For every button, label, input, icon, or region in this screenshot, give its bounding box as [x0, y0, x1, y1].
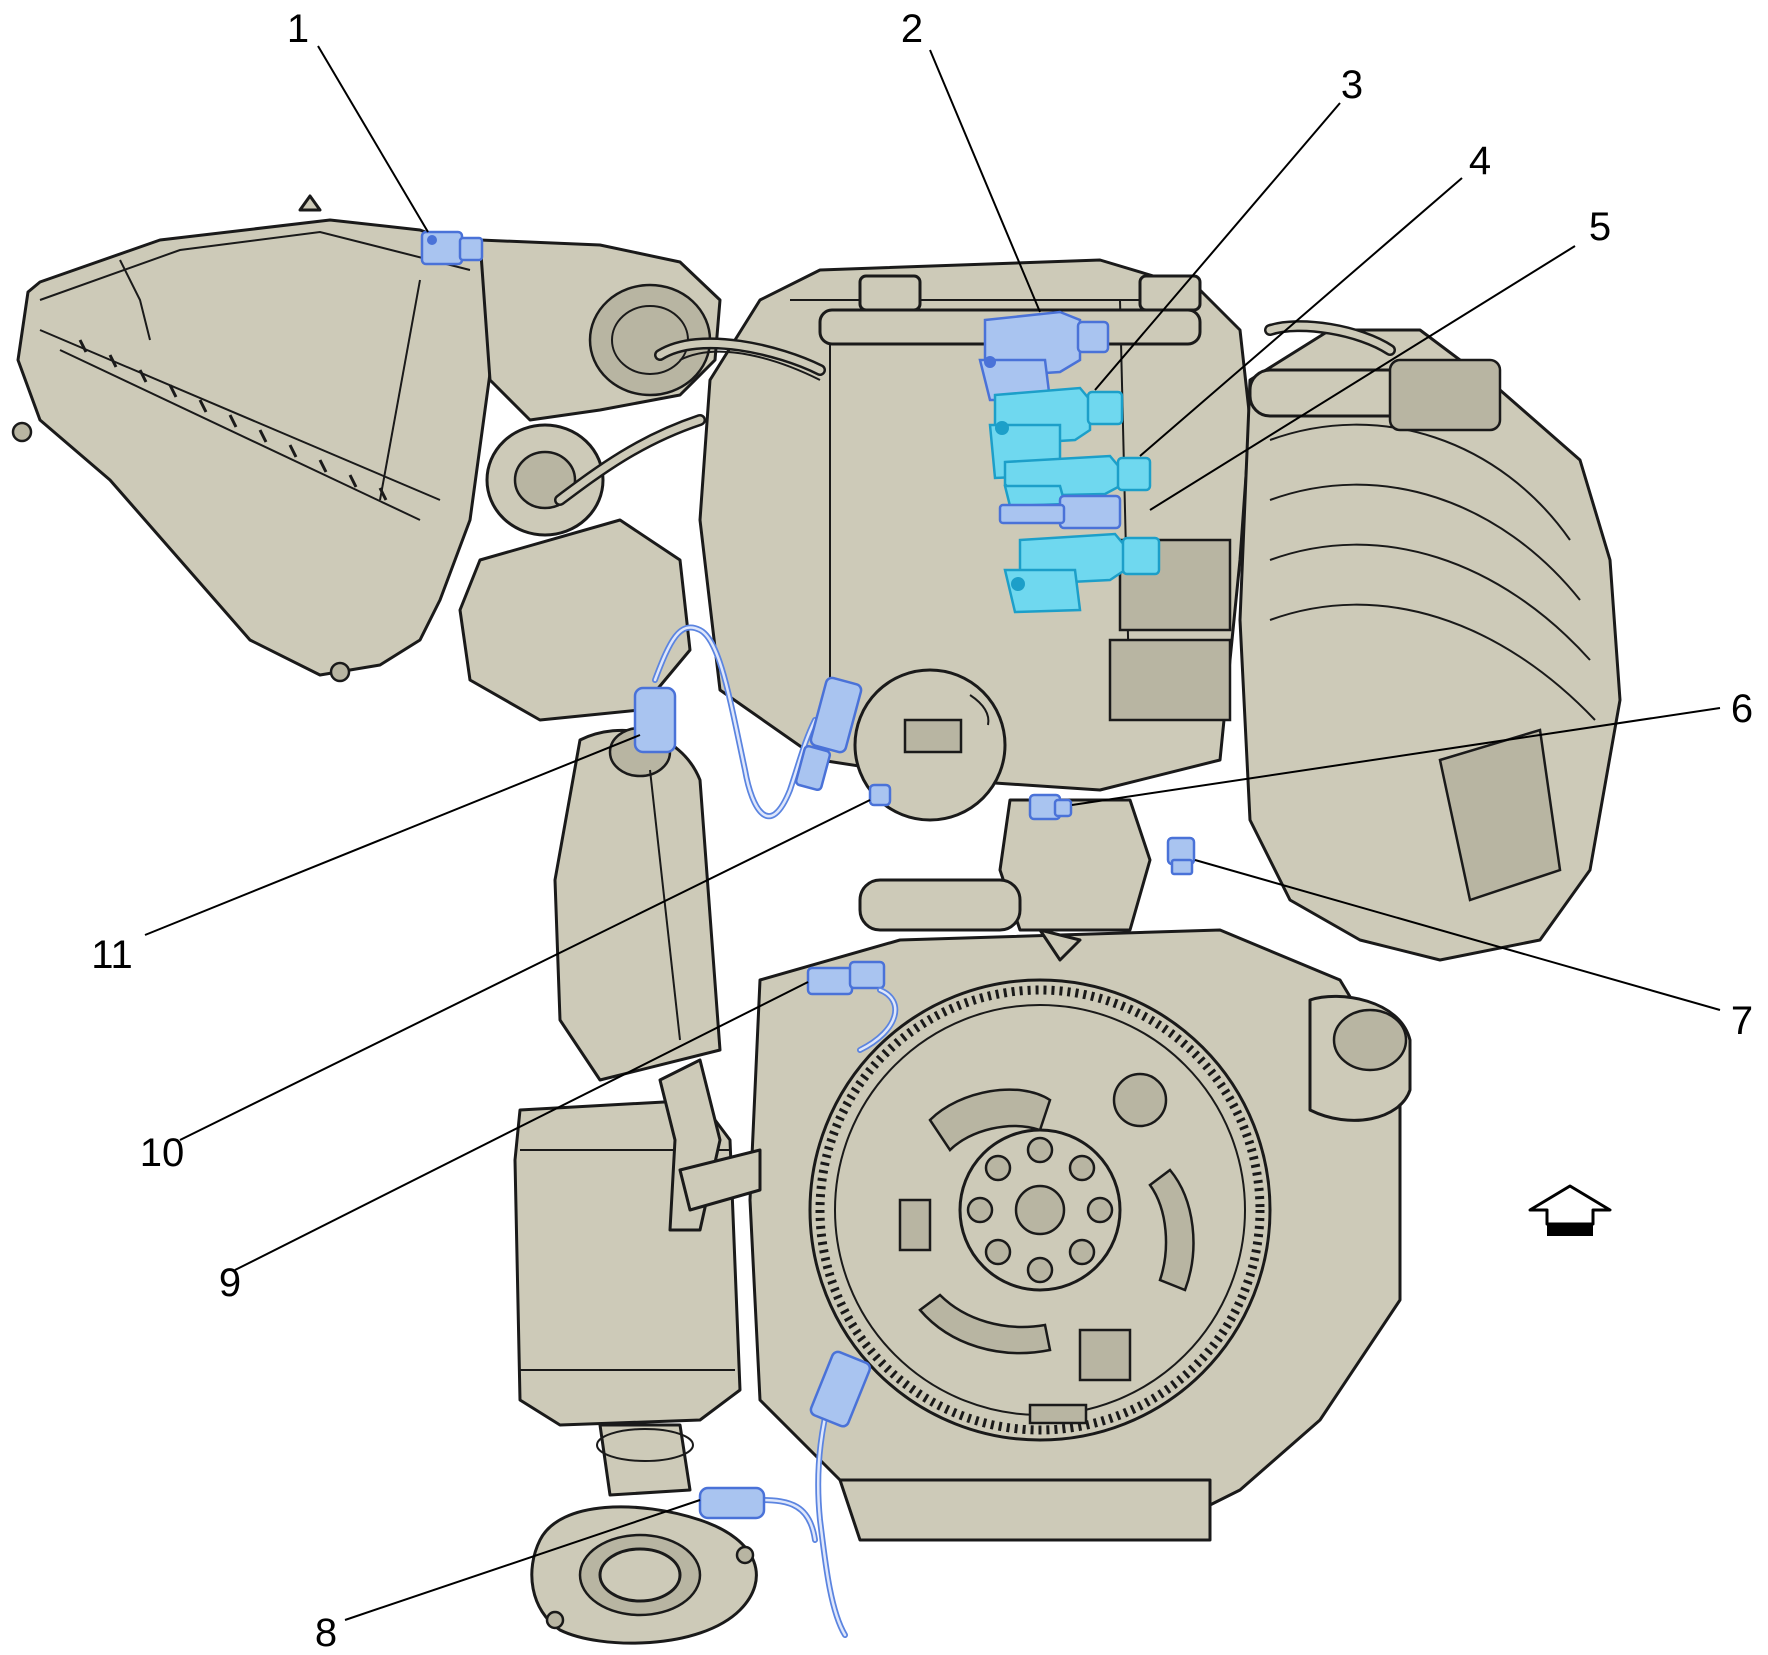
heat-shield-bracket — [658, 1058, 762, 1232]
exhaust-flange — [530, 1505, 758, 1645]
leader-5 — [1149, 245, 1576, 511]
callout-3: 3 — [1341, 63, 1363, 107]
vacuum-pump — [853, 668, 1007, 822]
leader-7 — [1194, 859, 1721, 1011]
flexplate — [808, 978, 1272, 1442]
exhaust-downpipe — [553, 726, 722, 1082]
component-9-connector — [806, 960, 899, 1053]
water-outlet — [858, 798, 1152, 962]
component-4-coil — [1003, 454, 1152, 508]
leader-8 — [344, 1499, 701, 1621]
callout-11: 11 — [91, 933, 133, 977]
component-11-o2-sensor — [633, 624, 863, 819]
callout-1: 1 — [287, 7, 309, 51]
component-6-sensor — [1028, 793, 1073, 821]
component-7-sensor — [1166, 836, 1196, 876]
leader-11 — [144, 734, 641, 936]
component-10-sensor — [868, 783, 892, 807]
flexplate-bolts — [966, 1136, 1114, 1284]
air-cleaner-ribs — [78, 339, 388, 501]
callout-2: 2 — [901, 7, 923, 51]
starter-motor — [1308, 994, 1412, 1122]
leader-4 — [1139, 177, 1463, 457]
callout-8: 8 — [315, 1611, 337, 1655]
engine-illustration — [11, 194, 1622, 1645]
callout-10: 10 — [140, 1131, 185, 1175]
callout-7: 7 — [1731, 999, 1753, 1043]
intake-duct — [478, 238, 722, 422]
intake-manifold — [1238, 328, 1622, 962]
highlighted-components — [420, 230, 1196, 1638]
callout-6: 6 — [1731, 687, 1753, 731]
front-arrow-icon — [1528, 1184, 1612, 1236]
leader-9 — [234, 981, 809, 1271]
component-8-o2-sensor — [698, 1350, 872, 1638]
coolant-lines — [554, 320, 1396, 506]
component-5-connector — [998, 494, 1122, 530]
air-cleaner-housing — [11, 194, 507, 683]
component-2-connector — [978, 310, 1110, 402]
coil-pack-lower — [1003, 532, 1161, 614]
leader-10 — [179, 799, 871, 1141]
callout-4: 4 — [1469, 139, 1491, 183]
leader-1 — [317, 45, 429, 233]
component-1-sensor — [420, 230, 484, 266]
callout-9: 9 — [219, 1261, 241, 1305]
turbocharger — [458, 423, 692, 722]
callout-5: 5 — [1589, 205, 1611, 249]
callout-labels: 1 2 3 4 5 6 7 8 9 10 11 — [91, 7, 1753, 1655]
leader-2 — [929, 49, 1041, 313]
leader-6 — [1071, 707, 1721, 806]
leader-lines — [144, 45, 1721, 1621]
leader-3 — [1094, 102, 1341, 391]
